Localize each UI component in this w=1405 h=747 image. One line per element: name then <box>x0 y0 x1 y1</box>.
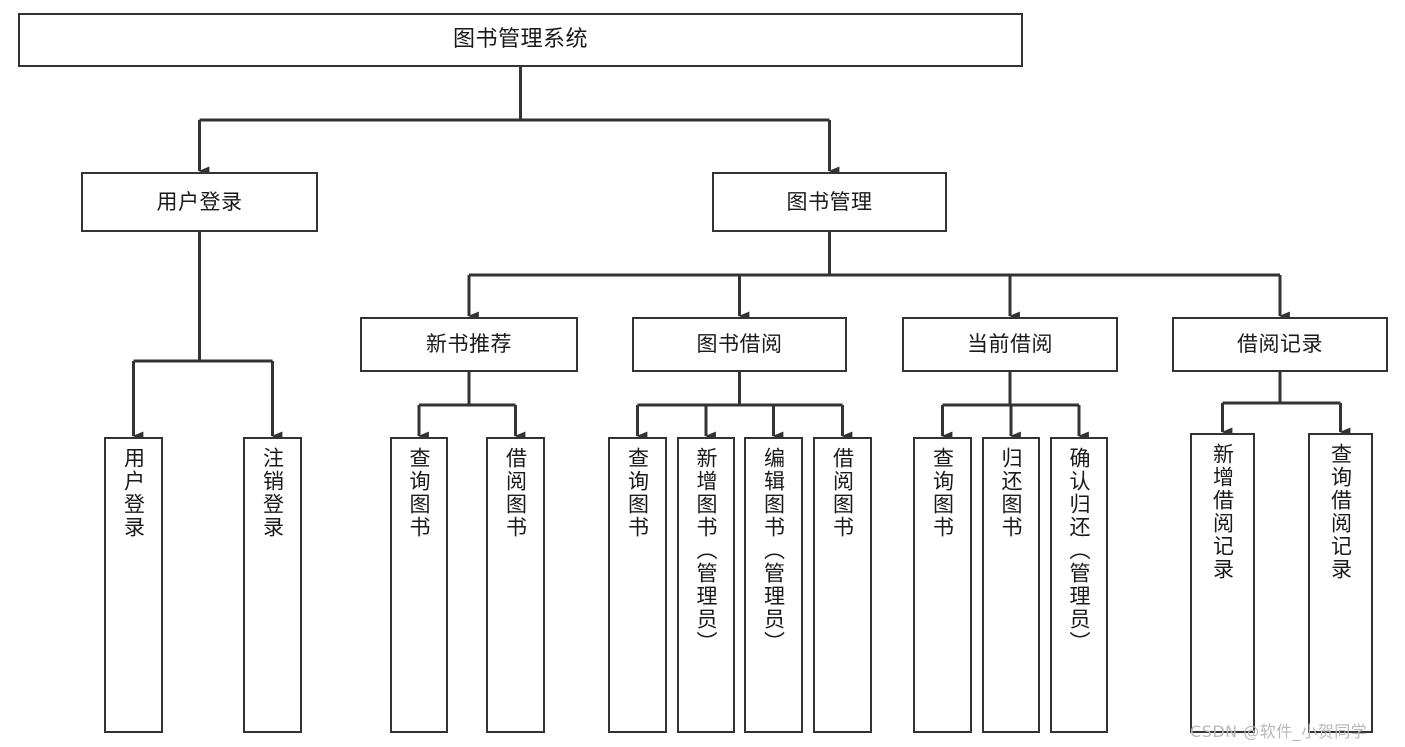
node-label: 编辑图书（管理员） <box>761 447 786 654</box>
node-label: 注销登录 <box>260 447 285 539</box>
edges-group <box>132 67 1351 441</box>
node-label: 图书管理系统 <box>452 27 588 53</box>
watermark-label: CSDN @软件_小贺同学 <box>1190 722 1368 741</box>
node-label: 查询借阅记录 <box>1328 443 1353 581</box>
node-label: 图书借阅 <box>696 332 783 357</box>
node-leaf-rec-query[interactable]: 查询图书 <box>390 437 448 733</box>
node-leaf-log-query[interactable]: 查询借阅记录 <box>1308 433 1373 733</box>
node-leaf-cb-query[interactable]: 查询图书 <box>913 437 972 733</box>
node-leaf-bb-add[interactable]: 新增图书（管理员） <box>677 437 735 733</box>
node-leaf-bb-borrow[interactable]: 借阅图书 <box>813 437 872 733</box>
node-borrow-log[interactable]: 借阅记录 <box>1172 317 1388 372</box>
node-label: 当前借阅 <box>967 332 1053 357</box>
node-label: 确认归还（管理员） <box>1067 447 1092 654</box>
node-book-borrow[interactable]: 图书借阅 <box>632 317 847 372</box>
node-cur-borrow[interactable]: 当前借阅 <box>902 317 1118 372</box>
node-new-book-rec[interactable]: 新书推荐 <box>360 317 578 372</box>
node-label: 归还图书 <box>999 447 1024 539</box>
node-label: 新增借阅记录 <box>1210 443 1235 581</box>
node-label: 新书推荐 <box>426 332 512 357</box>
node-label: 查询图书 <box>407 447 432 539</box>
node-label: 用户登录 <box>121 447 146 539</box>
node-leaf-rec-borrow[interactable]: 借阅图书 <box>486 437 545 733</box>
node-label: 借阅图书 <box>503 447 528 539</box>
node-user-login[interactable]: 用户登录 <box>81 172 318 232</box>
node-label: 借阅记录 <box>1237 332 1323 357</box>
node-leaf-bb-query[interactable]: 查询图书 <box>608 437 667 733</box>
node-label: 查询图书 <box>625 447 650 539</box>
node-leaf-log-add[interactable]: 新增借阅记录 <box>1190 433 1255 733</box>
node-label: 图书管理 <box>786 189 873 214</box>
node-leaf-cb-return[interactable]: 归还图书 <box>982 437 1040 733</box>
node-leaf-user-login[interactable]: 用户登录 <box>104 437 163 733</box>
node-label: 查询图书 <box>930 447 955 539</box>
node-leaf-user-logout[interactable]: 注销登录 <box>243 437 302 733</box>
node-book-mgmt[interactable]: 图书管理 <box>712 172 947 232</box>
node-leaf-bb-edit[interactable]: 编辑图书（管理员） <box>744 437 803 733</box>
node-root[interactable]: 图书管理系统 <box>18 13 1023 67</box>
node-label: 借阅图书 <box>830 447 855 539</box>
node-label: 用户登录 <box>156 189 243 214</box>
node-label: 新增图书（管理员） <box>694 447 719 654</box>
node-leaf-cb-confirm[interactable]: 确认归还（管理员） <box>1050 437 1108 733</box>
